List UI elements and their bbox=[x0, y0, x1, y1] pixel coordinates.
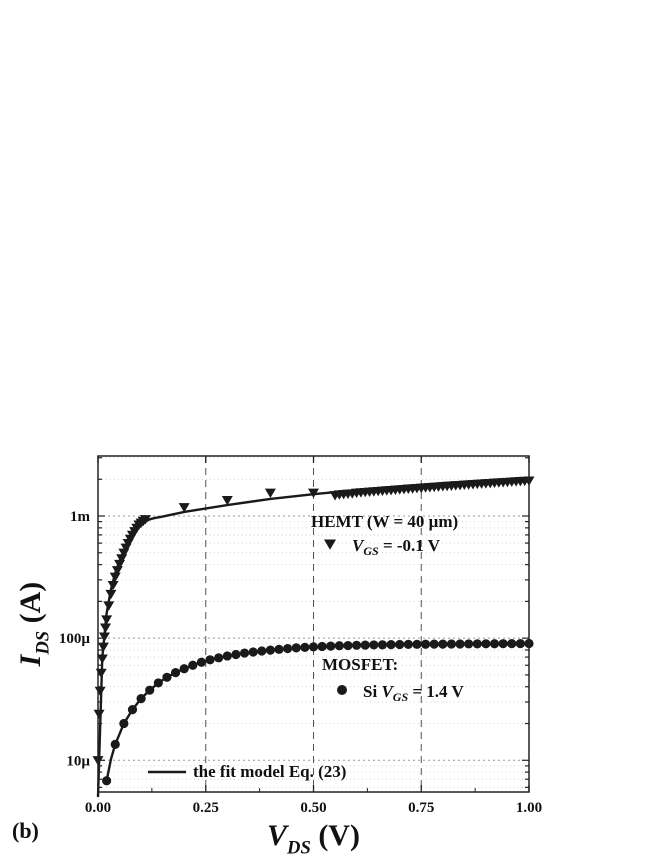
hemt-point bbox=[111, 566, 123, 576]
series-2 bbox=[96, 476, 530, 798]
series-3 bbox=[105, 642, 530, 781]
x-tick-label: 0.50 bbox=[300, 800, 326, 816]
hemt-point bbox=[178, 503, 190, 513]
fit-line bbox=[96, 476, 530, 798]
hemt-point bbox=[221, 495, 233, 506]
grid bbox=[98, 456, 529, 792]
y-tick-label: 100µ bbox=[59, 631, 91, 647]
legend-mosfet-header: MOSFET: bbox=[322, 655, 398, 674]
fit-line bbox=[105, 642, 530, 781]
legend-mosfet-marker bbox=[337, 685, 347, 695]
ticks: 0.00 0.25 0.50 0.75 1.00 10µ 100µ 1m bbox=[59, 456, 542, 816]
hemt-point bbox=[139, 515, 151, 525]
legend-fit-label: the fit model Eq. (23) bbox=[193, 762, 346, 781]
y-tick-label: 10µ bbox=[66, 753, 90, 769]
x-axis-title: VDS (V) bbox=[267, 819, 360, 858]
axis-titles: VDS (V) IDS (A) bbox=[14, 582, 360, 859]
legend-hemt-header: HEMT (W = 40 μm) bbox=[311, 512, 458, 531]
y-tick-label: 1m bbox=[70, 509, 91, 525]
legend-hemt-marker bbox=[324, 539, 336, 550]
x-tick-label: 0.25 bbox=[193, 800, 219, 816]
hemt-point bbox=[93, 709, 105, 720]
x-tick-label: 0.00 bbox=[85, 800, 111, 816]
x-tick-label: 0.75 bbox=[408, 800, 434, 816]
legend: HEMT (W = 40 μm) VGS = -0.1 V MOSFET: Si VG… bbox=[148, 512, 465, 781]
legend-hemt-label: VGS = -0.1 V bbox=[352, 536, 441, 558]
hemt-point bbox=[264, 488, 276, 498]
panel-label: (b) bbox=[12, 818, 39, 843]
series-layer bbox=[92, 476, 535, 798]
legend-mosfet-label: Si VGS = 1.4 V bbox=[363, 682, 465, 704]
x-tick-label: 1.00 bbox=[516, 800, 542, 816]
y-axis-title: IDS (A) bbox=[14, 582, 53, 668]
